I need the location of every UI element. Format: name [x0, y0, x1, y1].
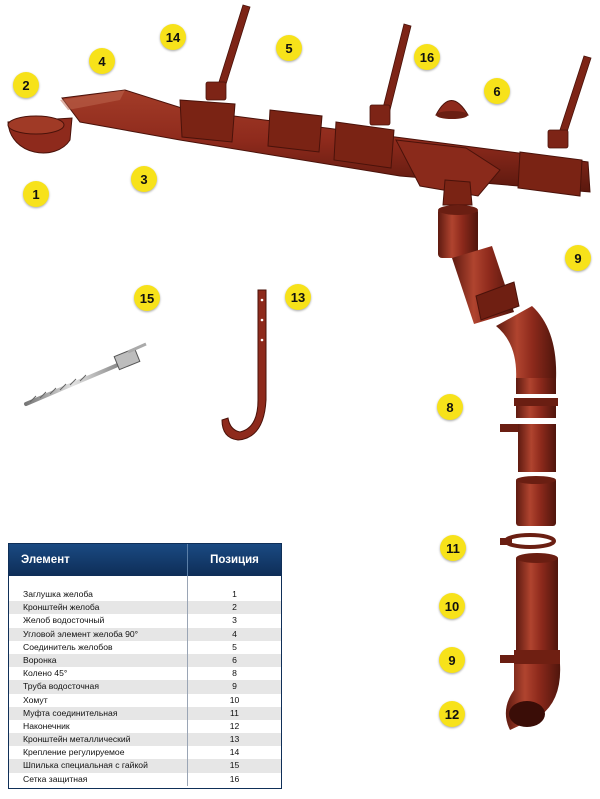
downpipe	[438, 205, 561, 730]
callout-9-lower: 9	[439, 647, 465, 673]
legend-row-position: 5	[187, 640, 281, 654]
leaf-guard	[435, 100, 469, 119]
legend-row-element: Сетка защитная	[23, 773, 88, 784]
legend-row: Наконечник 12	[9, 719, 281, 734]
legend-spacer	[9, 576, 281, 588]
legend-row-element: Воронка	[23, 654, 57, 665]
legend-row-element: Желоб водосточный	[23, 615, 105, 626]
callout-5: 5	[276, 35, 302, 61]
legend-row-element: Муфта соединительная	[23, 707, 118, 718]
callout-8: 8	[437, 394, 463, 420]
legend-row-position: 16	[187, 772, 281, 786]
legend-row-element: Труба водосточная	[23, 681, 99, 692]
callout-2: 2	[13, 72, 39, 98]
callout-11: 11	[440, 535, 466, 561]
callout-1: 1	[23, 181, 49, 207]
legend-row: Хомут 10	[9, 693, 281, 707]
legend-row: Труба водосточная 9	[9, 680, 281, 694]
legend-row-position: 1	[187, 588, 281, 602]
legend-row-element: Кронштейн металлический	[23, 734, 131, 745]
legend-row-position: 10	[187, 693, 281, 707]
legend-row-position: 14	[187, 746, 281, 760]
legend-row-element: Наконечник	[23, 720, 70, 731]
legend-header-element: Элемент	[21, 554, 70, 566]
legend-row: Соединитель желобов 5	[9, 640, 281, 654]
legend-row-element: Соединитель желобов	[23, 641, 113, 652]
legend-row-position: 12	[187, 719, 281, 734]
legend-row-position: 8	[187, 667, 281, 681]
legend-row: Заглушка желоба 1	[9, 588, 281, 602]
legend-row-position: 13	[187, 733, 281, 747]
legend-row-position: 11	[187, 706, 281, 720]
legend-row-element: Хомут	[23, 694, 48, 705]
stud-screw	[24, 342, 147, 406]
callout-12: 12	[439, 701, 465, 727]
legend-row: Сетка защитная 16	[9, 772, 281, 786]
callout-15: 15	[134, 285, 160, 311]
legend-row: Воронка 6	[9, 653, 281, 668]
metal-bracket	[221, 289, 267, 441]
legend-row-element: Кронштейн желоба	[23, 602, 100, 613]
legend-row-position: 4	[187, 627, 281, 641]
legend-row: Колено 45° 8	[9, 667, 281, 681]
legend-row: Муфта соединительная 11	[9, 706, 281, 720]
legend-row-element: Шпилька специальная с гайкой	[23, 760, 148, 771]
legend-header: Элемент Позиция	[9, 544, 281, 576]
legend-row-position: 15	[187, 759, 281, 773]
legend-row: Желоб водосточный 3	[9, 614, 281, 628]
legend-row: Кронштейн металлический 13	[9, 733, 281, 747]
callout-4: 4	[89, 48, 115, 74]
callout-9-upper: 9	[565, 245, 591, 271]
legend-row: Крепление регулируемое 14	[9, 746, 281, 760]
legend-row: Угловой элемент желоба 90° 4	[9, 627, 281, 641]
callout-6: 6	[484, 78, 510, 104]
callout-10: 10	[439, 593, 465, 619]
callout-16: 16	[414, 44, 440, 70]
gutter-run	[7, 89, 591, 206]
callout-3: 3	[131, 166, 157, 192]
legend-row-position: 9	[187, 680, 281, 694]
legend-row-element: Крепление регулируемое	[23, 747, 125, 758]
legend-row-position: 3	[187, 614, 281, 628]
callout-13: 13	[285, 284, 311, 310]
legend-row-position: 2	[187, 601, 281, 615]
legend-row-element: Заглушка желоба	[23, 589, 93, 599]
legend-row: Шпилька специальная с гайкой 15	[9, 759, 281, 773]
callout-14: 14	[160, 24, 186, 50]
legend-row-element: Колено 45°	[23, 668, 68, 679]
legend-header-position: Позиция	[187, 544, 281, 576]
legend-row-element: Угловой элемент желоба 90°	[23, 628, 139, 639]
legend-row: Кронштейн желоба 2	[9, 601, 281, 615]
adjustable-brackets	[205, 4, 592, 149]
legend-row-position: 6	[187, 653, 281, 668]
